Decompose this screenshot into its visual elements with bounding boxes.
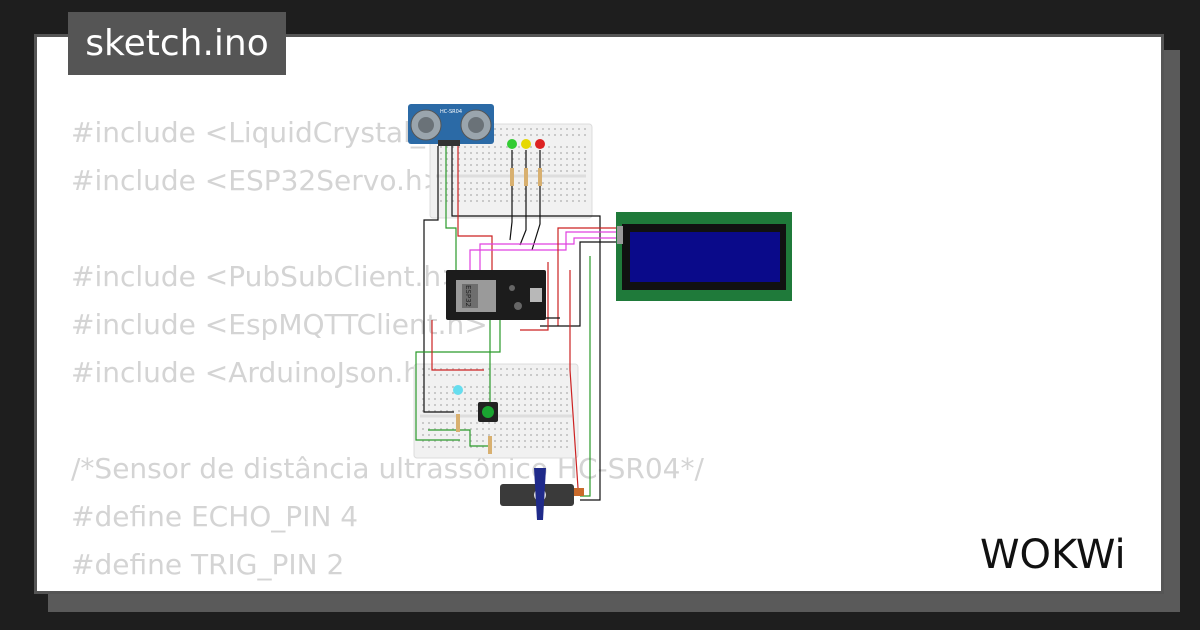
ultrasonic-label: HC-SR04 [440,109,462,115]
wires [415,146,620,501]
logo-text: WOKWi [980,532,1126,578]
cyan-led [453,385,463,395]
resistor [488,436,492,454]
red-led [535,139,545,149]
code-line: #include <ESP32Servo.h> [71,164,447,197]
lcd-display [616,212,792,301]
ultrasonic-sensor: HC-SR04 [408,104,494,146]
code-line: #include <EspMQTTClient.h> [71,308,488,341]
wokwi-logo: WOKWi [980,532,1126,578]
resistor [538,168,542,186]
resistor [510,168,514,186]
servo-motor [500,468,584,520]
esp32-label: ESP32 [464,285,472,307]
led-group-top [507,139,545,186]
green-led [507,139,517,149]
code-line: #include <PubSubClient.h> [71,260,465,293]
code-line: #define TRIG_PIN 2 [71,548,345,581]
resistor [524,168,528,186]
esp32-board: ESP32 [446,270,546,320]
yellow-led [521,139,531,149]
code-line: #define ECHO_PIN 4 [71,500,359,533]
code-line: #include <ArduinoJson.h> [71,356,445,389]
file-name-tag: sketch.ino [68,12,286,75]
bottom-components [453,385,498,454]
resistor [456,414,460,432]
breadboard-top [429,123,593,219]
